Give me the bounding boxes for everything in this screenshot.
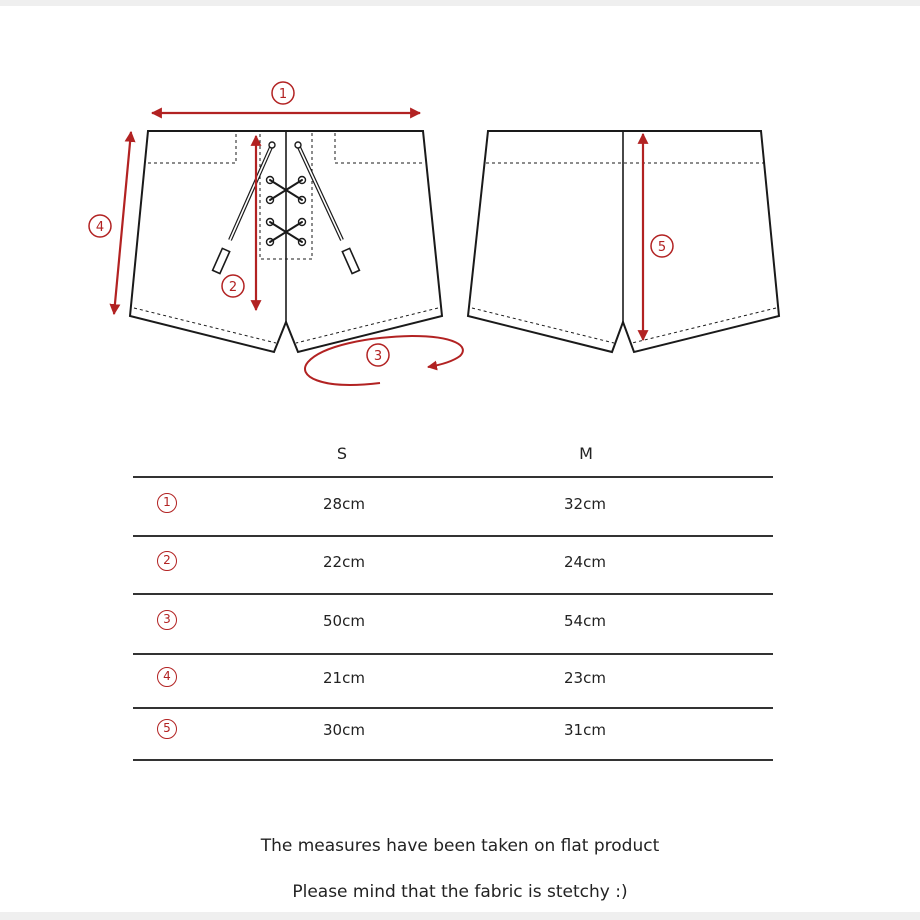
value-size-s: 50cm bbox=[323, 612, 365, 630]
table-divider bbox=[133, 707, 773, 709]
value-size-s: 22cm bbox=[323, 553, 365, 571]
table-row: 5 30cm 31cm bbox=[133, 716, 773, 746]
back-hem-stitch-left bbox=[471, 307, 615, 344]
row-marker-icon: 1 bbox=[157, 493, 177, 513]
shorts-measurement-diagram: 1 2 3 4 5 bbox=[88, 81, 781, 386]
measurement-arrows bbox=[109, 107, 649, 386]
lace-crosses bbox=[269, 179, 303, 243]
table-divider bbox=[133, 476, 773, 478]
table-row: 1 28cm 32cm bbox=[133, 490, 773, 520]
table-divider bbox=[133, 759, 773, 761]
front-view-shorts bbox=[128, 130, 444, 354]
value-size-m: 31cm bbox=[564, 721, 606, 739]
svg-text:1: 1 bbox=[279, 87, 287, 102]
left-pocket-stitch bbox=[148, 131, 237, 164]
back-hem-stitch-right bbox=[631, 307, 777, 344]
table-row: 4 21cm 23cm bbox=[133, 664, 773, 694]
arrow-4-side-length bbox=[109, 130, 136, 316]
value-size-m: 23cm bbox=[564, 669, 606, 687]
svg-text:5: 5 bbox=[658, 240, 666, 255]
table-row: 2 22cm 24cm bbox=[133, 548, 773, 578]
aglet-left bbox=[211, 247, 231, 275]
marker-3-icon: 3 bbox=[366, 343, 390, 367]
marker-1-icon: 1 bbox=[271, 81, 295, 105]
value-size-s: 28cm bbox=[323, 495, 365, 513]
right-pocket-stitch bbox=[334, 131, 422, 164]
table-row: 3 50cm 54cm bbox=[133, 607, 773, 637]
value-size-s: 21cm bbox=[323, 669, 365, 687]
front-hem-stitch-left bbox=[133, 307, 277, 344]
size-header-s: S bbox=[336, 444, 348, 463]
table-divider bbox=[133, 653, 773, 655]
bottom-edge-strip bbox=[0, 912, 920, 920]
table-divider bbox=[133, 535, 773, 537]
note-flat-measure: The measures have been taken on flat pro… bbox=[260, 836, 660, 856]
value-size-m: 54cm bbox=[564, 612, 606, 630]
row-marker-icon: 5 bbox=[157, 719, 177, 739]
size-header-m: M bbox=[579, 444, 593, 463]
note-stretchy-fabric: Please mind that the fabric is stetchy :… bbox=[292, 882, 628, 902]
value-size-s: 30cm bbox=[323, 721, 365, 739]
row-marker-icon: 2 bbox=[157, 551, 177, 571]
front-hem-stitch-right bbox=[295, 307, 439, 344]
marker-2-icon: 2 bbox=[221, 274, 245, 298]
svg-text:3: 3 bbox=[374, 349, 382, 364]
arrow-3-leg-opening bbox=[304, 334, 464, 386]
value-size-m: 24cm bbox=[564, 553, 606, 571]
back-outline bbox=[466, 130, 781, 354]
svg-text:2: 2 bbox=[229, 280, 237, 295]
front-outline bbox=[128, 130, 444, 354]
table-divider bbox=[133, 593, 773, 595]
row-marker-icon: 3 bbox=[157, 610, 177, 630]
marker-5-icon: 5 bbox=[650, 234, 674, 258]
marker-4-icon: 4 bbox=[88, 214, 112, 238]
svg-text:4: 4 bbox=[96, 220, 104, 235]
value-size-m: 32cm bbox=[564, 495, 606, 513]
back-view-shorts bbox=[466, 130, 781, 354]
top-edge-strip bbox=[0, 0, 920, 6]
aglet-right bbox=[341, 247, 361, 275]
row-marker-icon: 4 bbox=[157, 667, 177, 687]
